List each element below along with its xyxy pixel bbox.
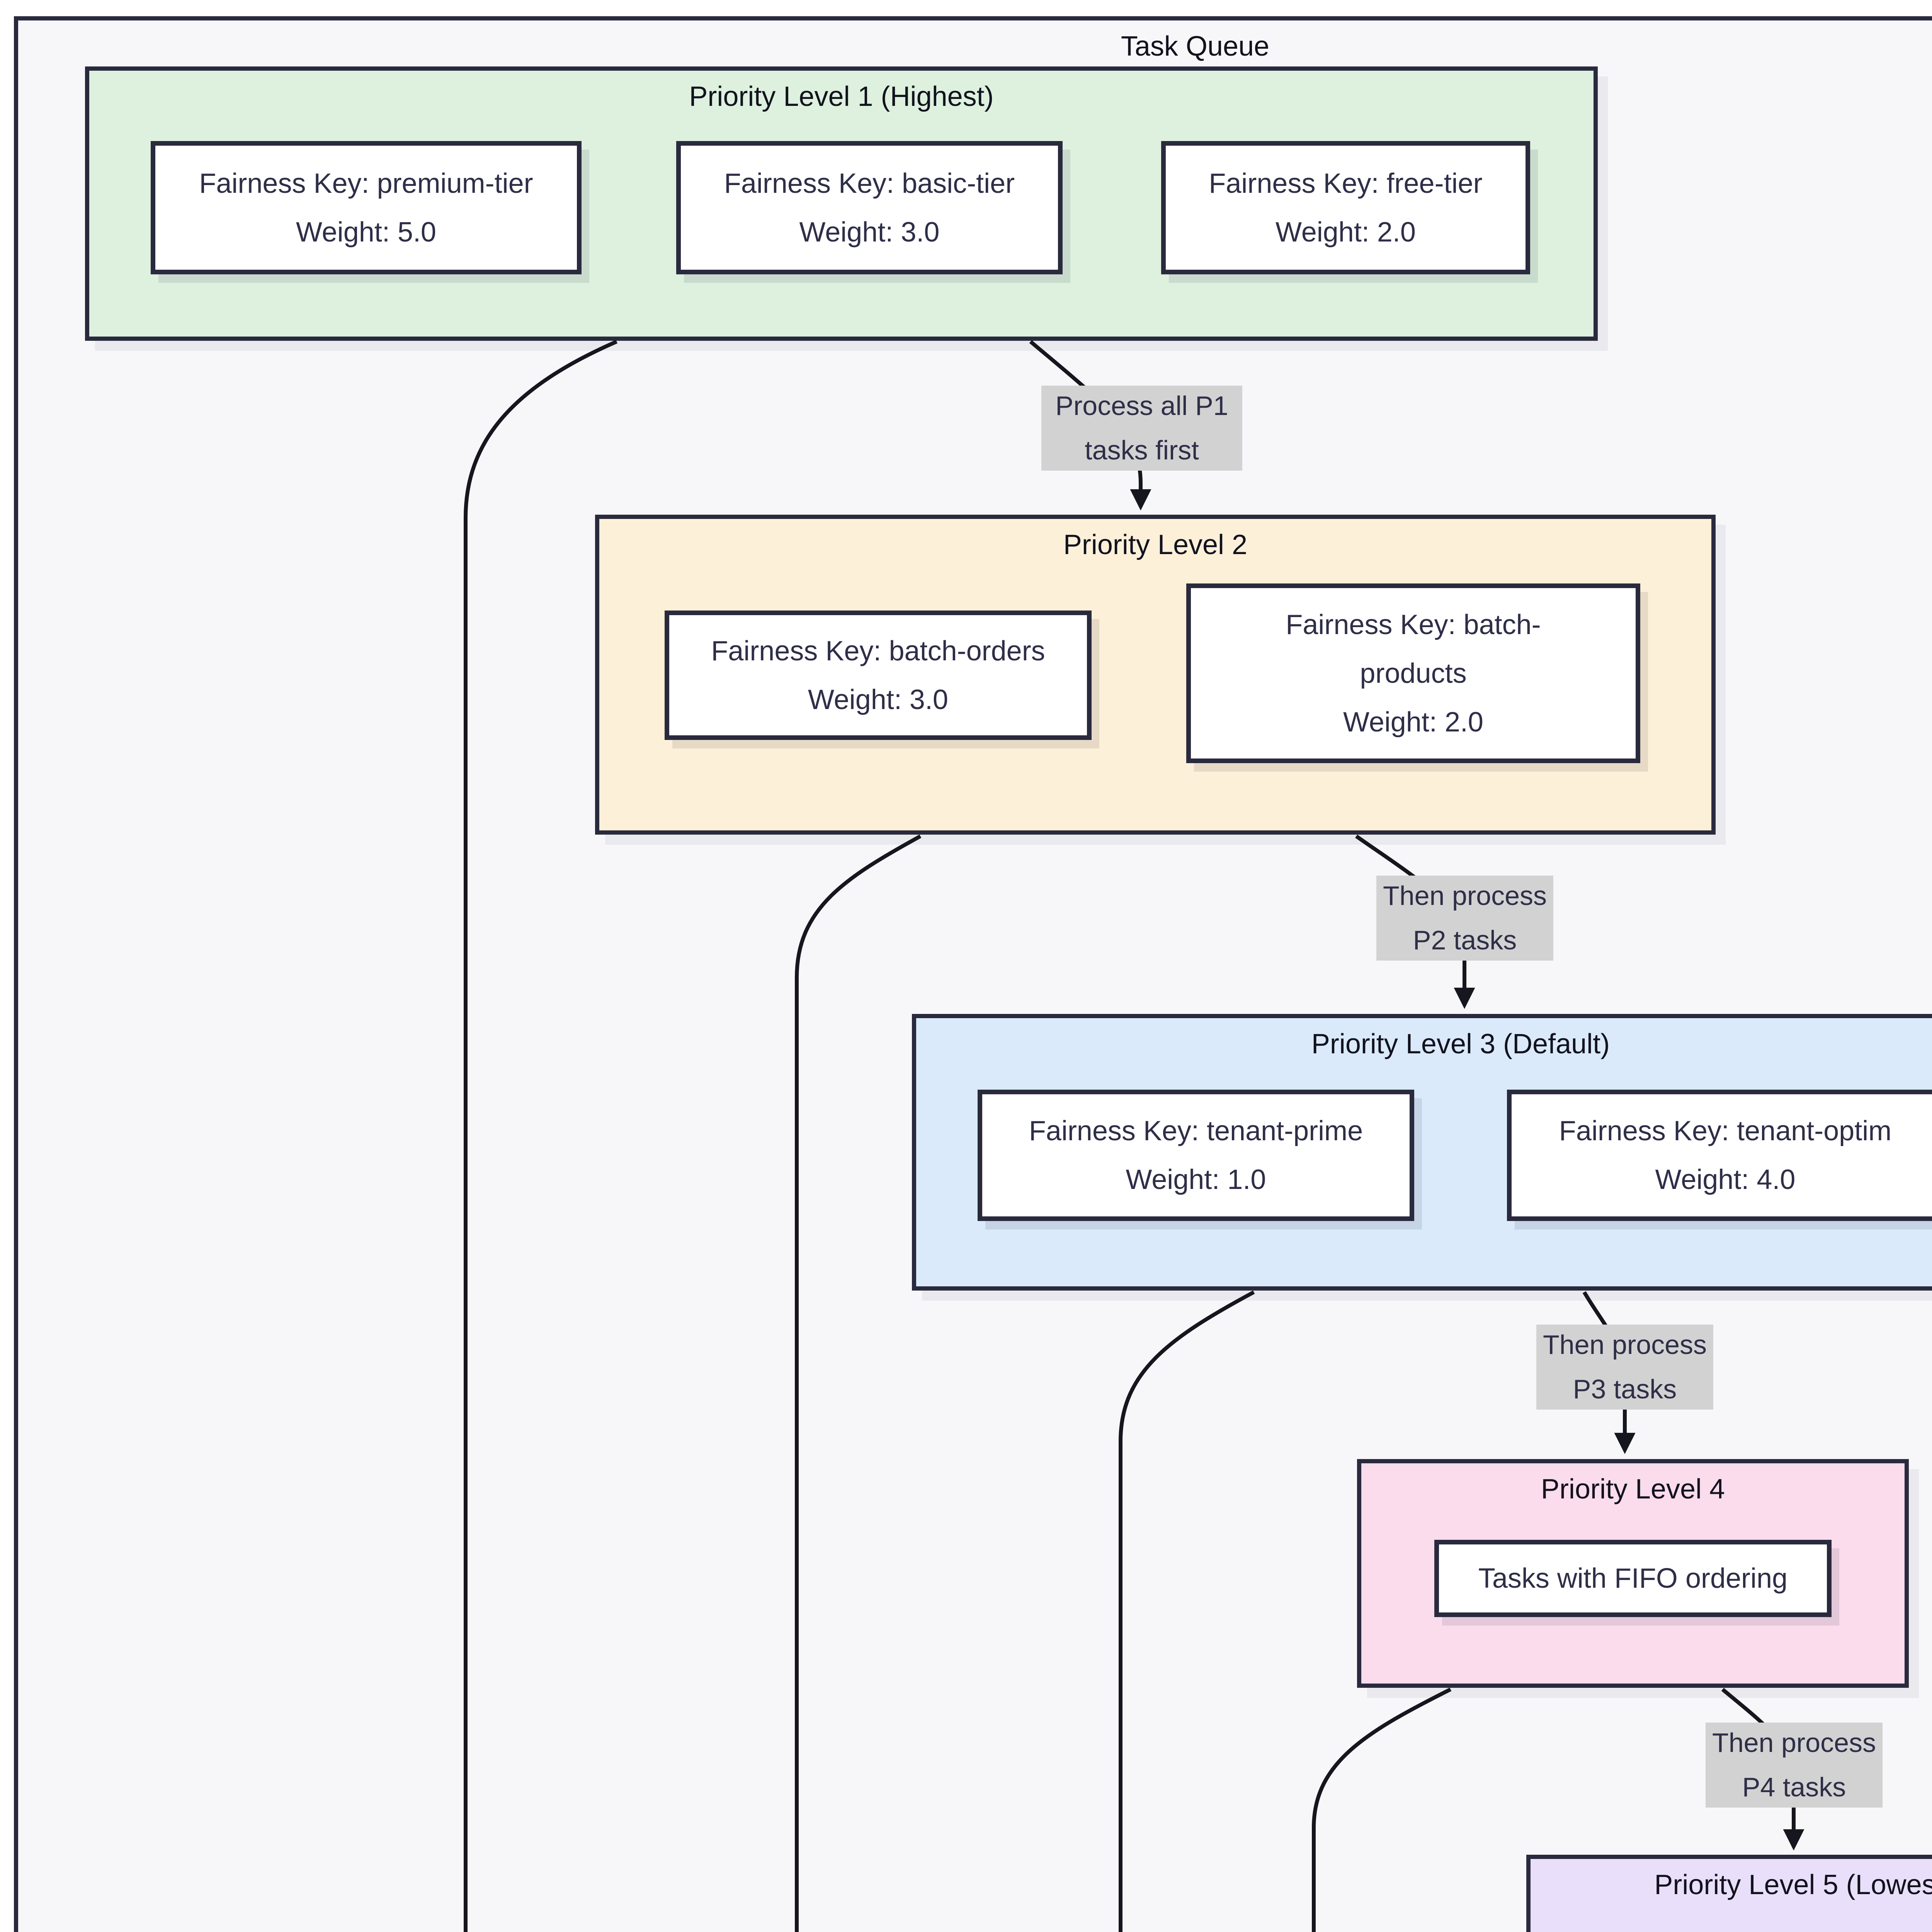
edge-label-p1-p2: Process all P1 tasks first	[1041, 386, 1242, 471]
edge-label-line: Then process	[1712, 1727, 1876, 1758]
subgraph-priority-level-5: Priority Level 5 (Lowest)	[1526, 1855, 1932, 1932]
fairness-key-label: Fairness Key: basic-tier	[724, 168, 1015, 199]
weight-label: Weight: 5.0	[296, 216, 436, 248]
fairness-key-label: Fairness Key: free-tier	[1209, 168, 1483, 199]
edge-p3-to-workers	[1119, 1290, 1255, 1932]
edge-label-p4-p5: Then process P4 tasks	[1706, 1723, 1883, 1808]
weight-label: Weight: 2.0	[1343, 706, 1483, 738]
edge-label-line: P2 tasks	[1413, 925, 1517, 955]
fairness-key-label: Fairness Key: batch-orders	[711, 635, 1045, 667]
weight-label: Weight: 2.0	[1276, 216, 1416, 248]
fairness-key-label: Fairness Key: batch-	[1286, 609, 1541, 640]
edge-label-p3-p4: Then process P3 tasks	[1536, 1325, 1713, 1410]
edge-label-line: Then process	[1383, 880, 1547, 911]
subgraph-title: Priority Level 1 (Highest)	[689, 81, 994, 112]
fairness-key-label: Fairness Key: premium-tier	[199, 168, 533, 199]
edge-label-line: Then process	[1543, 1329, 1707, 1360]
subgraph-title: Priority Level 2	[1063, 529, 1248, 560]
weight-label: Weight: 3.0	[799, 216, 940, 248]
fairness-key-label-wrap: products	[1360, 658, 1467, 689]
fairness-key-label: Fairness Key: tenant-prime	[1029, 1116, 1363, 1146]
edge-label-line: Process all P1	[1055, 390, 1228, 421]
node-basic-tier: Fairness Key: basic-tier Weight: 3.0	[676, 141, 1063, 274]
node-premium-tier: Fairness Key: premium-tier Weight: 5.0	[151, 141, 582, 274]
node-p4-fifo: Tasks with FIFO ordering	[1434, 1540, 1832, 1617]
diagram-title: Task Queue	[1121, 31, 1270, 62]
edge-label-line: P4 tasks	[1742, 1772, 1846, 1802]
node-batch-products: Fairness Key: batch- products Weight: 2.…	[1186, 583, 1640, 763]
node-free-tier: Fairness Key: free-tier Weight: 2.0	[1161, 141, 1530, 274]
subgraph-title: Priority Level 3 (Default)	[1311, 1029, 1610, 1060]
subgraph-title: Priority Level 4	[1541, 1474, 1725, 1505]
fifo-label: Tasks with FIFO ordering	[1478, 1563, 1788, 1594]
subgraph-title: Priority Level 5 (Lowest)	[1654, 1869, 1932, 1900]
edge-label-line: tasks first	[1085, 435, 1199, 465]
edge-label-line: P3 tasks	[1573, 1374, 1677, 1404]
node-batch-orders: Fairness Key: batch-orders Weight: 3.0	[665, 611, 1092, 740]
edge-label-p2-p3: Then process P2 tasks	[1376, 876, 1553, 961]
weight-label: Weight: 4.0	[1655, 1164, 1796, 1195]
node-tenant-prime: Fairness Key: tenant-prime Weight: 1.0	[978, 1090, 1414, 1221]
node-tenant-optim: Fairness Key: tenant-optim Weight: 4.0	[1507, 1090, 1932, 1221]
weight-label: Weight: 1.0	[1126, 1164, 1266, 1195]
edge-p1-to-workers	[464, 340, 617, 1932]
fairness-key-label: Fairness Key: tenant-optim	[1559, 1116, 1892, 1146]
edge-p4-to-workers	[1312, 1687, 1452, 1932]
edge-p2-to-workers	[795, 834, 922, 1932]
weight-label: Weight: 3.0	[808, 684, 948, 715]
